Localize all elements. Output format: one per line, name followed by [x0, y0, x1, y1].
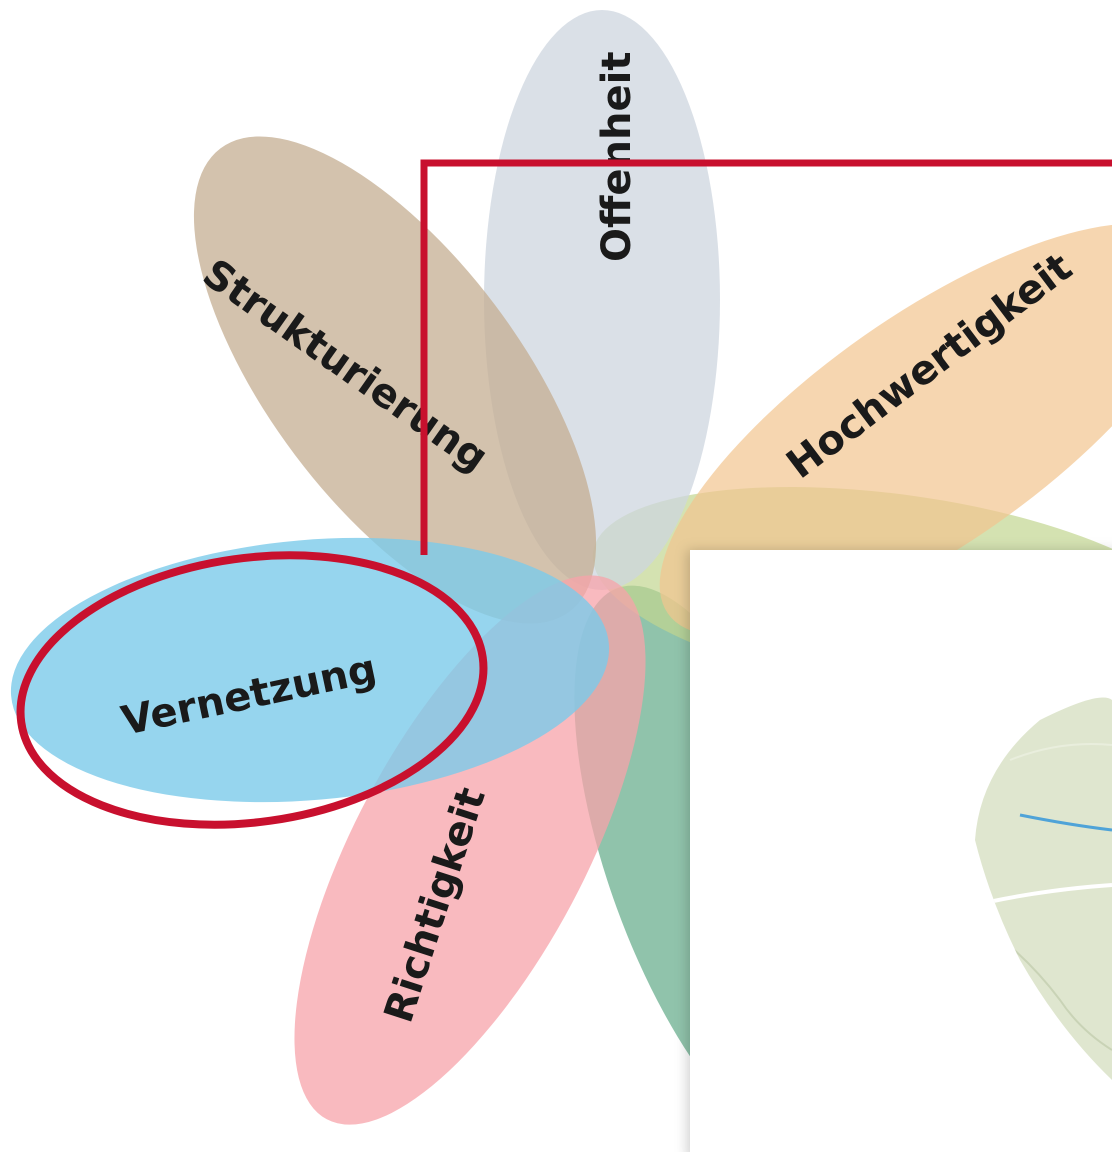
highlight-frame-line — [420, 159, 1112, 555]
highlight-ring-vernetzung — [16, 551, 488, 829]
inset-card — [690, 550, 1112, 1152]
label-offenheit: Offenheit — [594, 52, 640, 262]
map-terrain-line — [1009, 743, 1112, 761]
petal-strukturierung — [193, 136, 597, 624]
petal-hochwertigkeit — [659, 223, 1112, 637]
map-river — [1019, 813, 1112, 832]
petal-vernetzung — [10, 537, 610, 803]
